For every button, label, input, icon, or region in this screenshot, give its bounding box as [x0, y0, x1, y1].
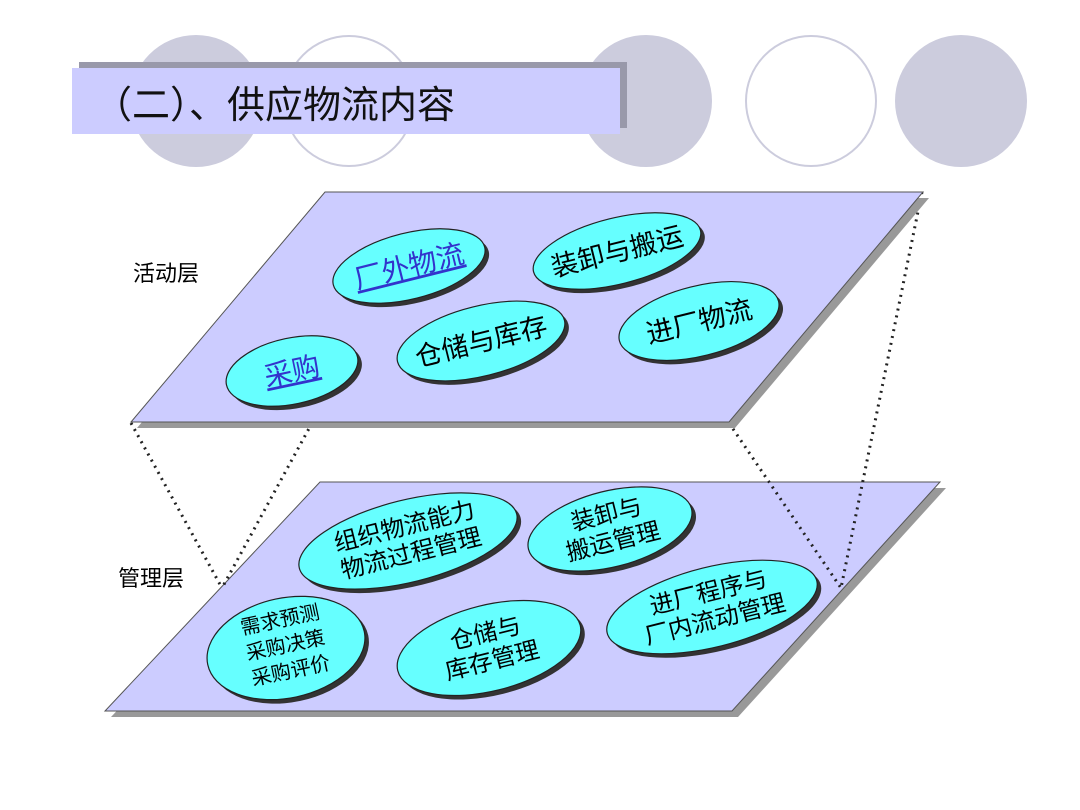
- oval-procurement[interactable]: 采购: [220, 325, 369, 421]
- oval-external-logistics[interactable]: 厂外物流: [325, 215, 496, 321]
- oval-handling-mgmt: 装卸与 搬运管理: [527, 486, 697, 576]
- oval-handling: 装卸与搬运: [532, 212, 705, 294]
- activity-layer-label: 活动层: [133, 262, 200, 287]
- decor-circle-5: [895, 35, 1027, 167]
- management-layer-label: 管理层: [118, 567, 185, 592]
- oval-inbound-logistics: 进厂物流: [618, 281, 784, 365]
- page-title: （二）、供应物流内容: [94, 83, 456, 127]
- title-banner: （二）、供应物流内容: [72, 68, 620, 134]
- decor-circle-4: [745, 35, 877, 167]
- oval-capacity: 组织物流能力 物流过程管理: [298, 492, 522, 594]
- oval-warehousing: 仓储与库存: [396, 300, 569, 385]
- layer-connectors: [129, 191, 924, 589]
- oval-storage-mgmt: 仓储与 库存管理: [396, 599, 585, 700]
- oval-demand: 需求预测 采购决策 采购评价: [206, 595, 369, 704]
